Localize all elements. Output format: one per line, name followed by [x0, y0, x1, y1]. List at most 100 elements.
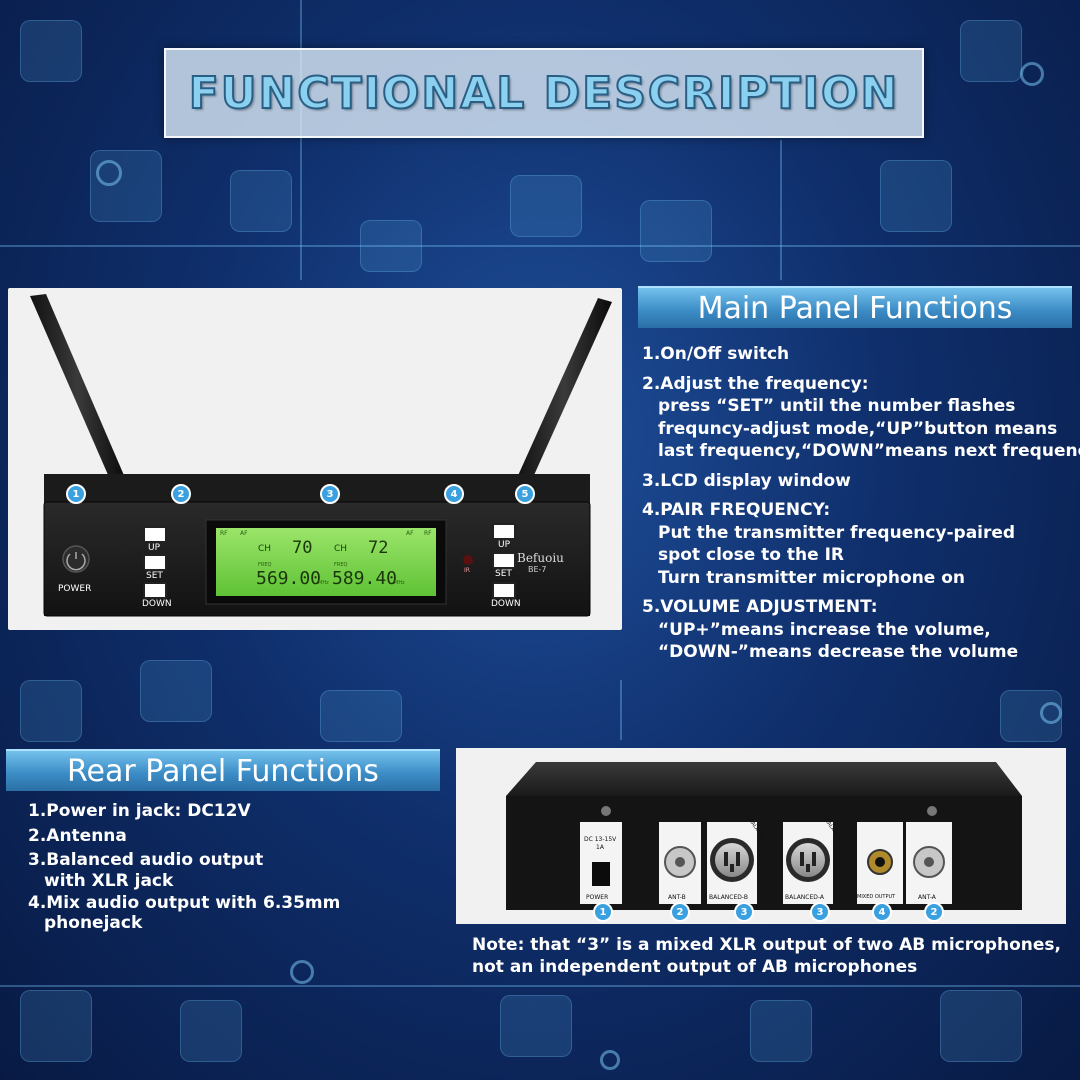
- model-label: BE-7: [528, 565, 547, 574]
- ant-b-label: ANT-B: [668, 894, 686, 901]
- note-line: Note: that “3” is a mixed XLR output of …: [472, 935, 1061, 955]
- xlr-pin: [736, 852, 740, 866]
- callout-badge: 4: [872, 902, 892, 922]
- rear-panel-heading: Rear Panel Functions: [6, 749, 440, 791]
- power-port-label: POWER: [586, 894, 609, 901]
- phone-jack-hole: [875, 857, 885, 867]
- main-panel-list: 1.On/Off switch 2.Adjust the frequency: …: [642, 343, 1080, 664]
- set-button-left: [143, 554, 167, 571]
- callout-badge: 4: [444, 484, 464, 504]
- note-line: not an independent output of AB micropho…: [472, 957, 918, 977]
- up-button-left: [143, 526, 167, 543]
- rear-panel-list: 1.Power in jack: DC12V 2.Antenna 3.Balan…: [28, 800, 340, 932]
- list-item: 4.Mix audio output with 6.35mm: [28, 892, 341, 913]
- page-title: FUNCTIONAL DESCRIPTION: [188, 67, 900, 120]
- receiver-rear-illustration: [506, 762, 1022, 910]
- bg-square: [320, 690, 402, 742]
- lcd-channel-a: 70: [292, 538, 313, 558]
- xlr-pin: [730, 864, 734, 872]
- bg-ring: [600, 1050, 620, 1070]
- screw: [601, 806, 611, 816]
- list-item: 1.Power in jack: DC12V: [28, 801, 251, 821]
- bg-square: [140, 660, 212, 722]
- lcd-rf-right: RF: [424, 530, 432, 537]
- power-icon: [66, 552, 86, 571]
- list-item: press “SET” until the number flashes: [658, 396, 1016, 416]
- bg-line: [620, 680, 622, 740]
- bg-line: [780, 140, 782, 280]
- lcd-rf-left: RF: [220, 530, 228, 537]
- list-item: “UP+”means increase the volume,: [658, 619, 991, 640]
- callout-badge: 1: [593, 902, 613, 922]
- callout-badge: 3: [810, 902, 830, 922]
- lcd-af-left: AF: [240, 530, 248, 537]
- callout-badge: 2: [924, 902, 944, 922]
- xlr-pin: [800, 852, 804, 866]
- up-label-right: UP: [498, 540, 511, 550]
- bg-line: [0, 245, 1080, 247]
- xlr-pin: [812, 852, 816, 866]
- screw: [927, 806, 937, 816]
- bg-square: [640, 200, 712, 262]
- set-label-left: SET: [146, 571, 163, 581]
- bg-square: [20, 20, 82, 82]
- down-button-right: [492, 582, 516, 599]
- list-item: 2.Antenna: [28, 825, 127, 846]
- bg-ring: [96, 160, 122, 186]
- lcd-frequency-b: 589.40: [332, 568, 398, 589]
- list-item: 4.PAIR FREQUENCY:: [642, 500, 831, 520]
- bg-ring: [290, 960, 314, 984]
- lcd-frequency-a: 569.00: [256, 568, 322, 589]
- lcd-mhz-b: MHz: [394, 580, 405, 586]
- list-item: 5.VOLUME ADJUSTMENT:: [642, 597, 878, 617]
- dc-label: DC 13-15V: [584, 836, 617, 843]
- output-note: Note: that “3” is a mixed XLR output of …: [472, 934, 1061, 978]
- rear-top: [506, 762, 1022, 796]
- set-label-right: SET: [495, 569, 512, 579]
- list-item: frequncy-adjust mode,“UP”button means: [658, 418, 1058, 439]
- balanced-b-label: BALANCED-B: [709, 894, 748, 901]
- callout-badge: 2: [670, 902, 690, 922]
- down-label-left: DOWN: [142, 599, 172, 609]
- antenna-right: [516, 298, 612, 484]
- bg-square: [20, 680, 82, 742]
- power-label: POWER: [58, 584, 92, 594]
- ant-b-pin: [675, 857, 685, 867]
- bg-square: [940, 990, 1022, 1062]
- bg-square: [510, 175, 582, 237]
- list-item: last frequency,“DOWN”means next frequenc…: [658, 441, 1080, 461]
- list-item: phonejack: [44, 913, 143, 933]
- bg-square: [360, 220, 422, 272]
- list-item: 2.Adjust the frequency:: [642, 373, 869, 394]
- list-item: 1.On/Off switch: [642, 344, 790, 364]
- xlr-pin: [806, 864, 810, 872]
- mixed-output-label: MIXED OUTPUT: [857, 894, 896, 900]
- bg-square: [960, 20, 1022, 82]
- down-label-right: DOWN: [491, 599, 521, 609]
- callout-badge: 3: [320, 484, 340, 504]
- power-jack: [592, 862, 610, 886]
- up-label-left: UP: [148, 543, 161, 553]
- receiver-rear-photo: DC 13-15V 1A POWER ANT-B BALANCED-B BALA…: [456, 748, 1066, 924]
- callout-badge: 3: [734, 902, 754, 922]
- bg-line: [300, 0, 302, 280]
- ir-sensor: [463, 555, 473, 565]
- lcd-ch-label-b: CH: [334, 544, 348, 554]
- dc-amp-label: 1A: [596, 844, 604, 851]
- bg-square: [180, 1000, 242, 1062]
- antenna-left: [30, 294, 126, 484]
- lcd-freq-label-a: FREQ: [258, 562, 272, 568]
- list-item: Put the transmitter frequency-paired: [658, 522, 1016, 543]
- xlr-a-face: [791, 843, 825, 877]
- lcd-ch-label-a: CH: [258, 544, 272, 554]
- bg-square: [20, 990, 92, 1062]
- ant-a-label: ANT-A: [918, 894, 936, 901]
- set-button-right: [492, 552, 516, 569]
- lcd-channel-b: 72: [368, 538, 389, 558]
- bg-ring: [1020, 62, 1044, 86]
- bg-ring: [1040, 702, 1062, 724]
- lcd-freq-label-b: FREQ: [334, 562, 348, 568]
- main-panel-heading: Main Panel Functions: [638, 286, 1072, 328]
- xlr-pin: [724, 852, 728, 866]
- balanced-a-label: BALANCED-A: [785, 894, 825, 901]
